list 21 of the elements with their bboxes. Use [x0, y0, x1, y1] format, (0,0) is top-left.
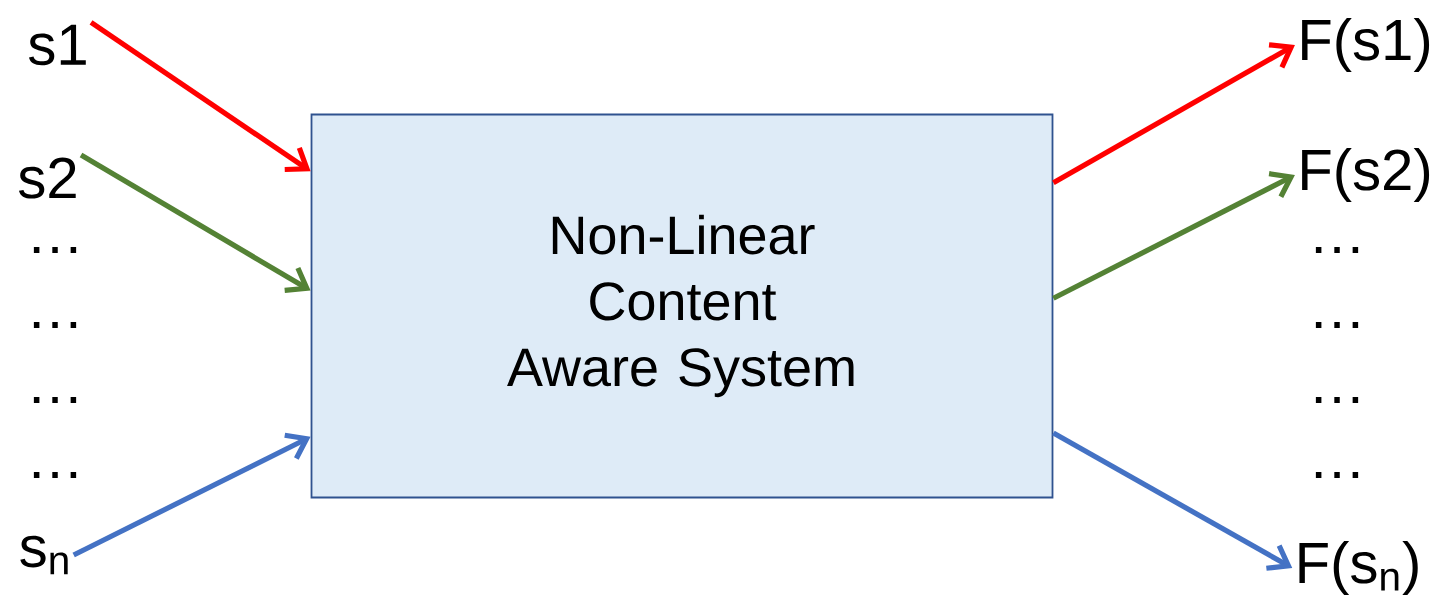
- signal-label: s2: [18, 157, 76, 199]
- signal-label: F(s$_{n}$): [1299, 541, 1418, 595]
- ellipsis: …: [1315, 321, 1359, 329]
- signal-label: s1: [28, 24, 86, 66]
- arrow: [79, 152, 311, 293]
- ellipsis: …: [33, 246, 77, 254]
- signal-label: s$_{n}$: [20, 535, 68, 575]
- signal-label: F(s2): [1302, 147, 1430, 202]
- signal-label: F(s1): [1302, 17, 1430, 72]
- ellipsis: …: [33, 321, 77, 329]
- arrow: [89, 20, 311, 173]
- arrow: [1052, 430, 1293, 571]
- arrow: [1052, 42, 1295, 186]
- ellipsis: …: [1315, 246, 1359, 254]
- ellipsis: …: [33, 396, 77, 404]
- ellipsis: …: [33, 471, 77, 479]
- arrow: [72, 432, 311, 558]
- ellipsis: …: [1315, 471, 1359, 479]
- ellipsis: …: [1315, 396, 1359, 404]
- process-box: Non-Linear Content Aware System: [310, 113, 1054, 499]
- arrow: [1052, 171, 1295, 301]
